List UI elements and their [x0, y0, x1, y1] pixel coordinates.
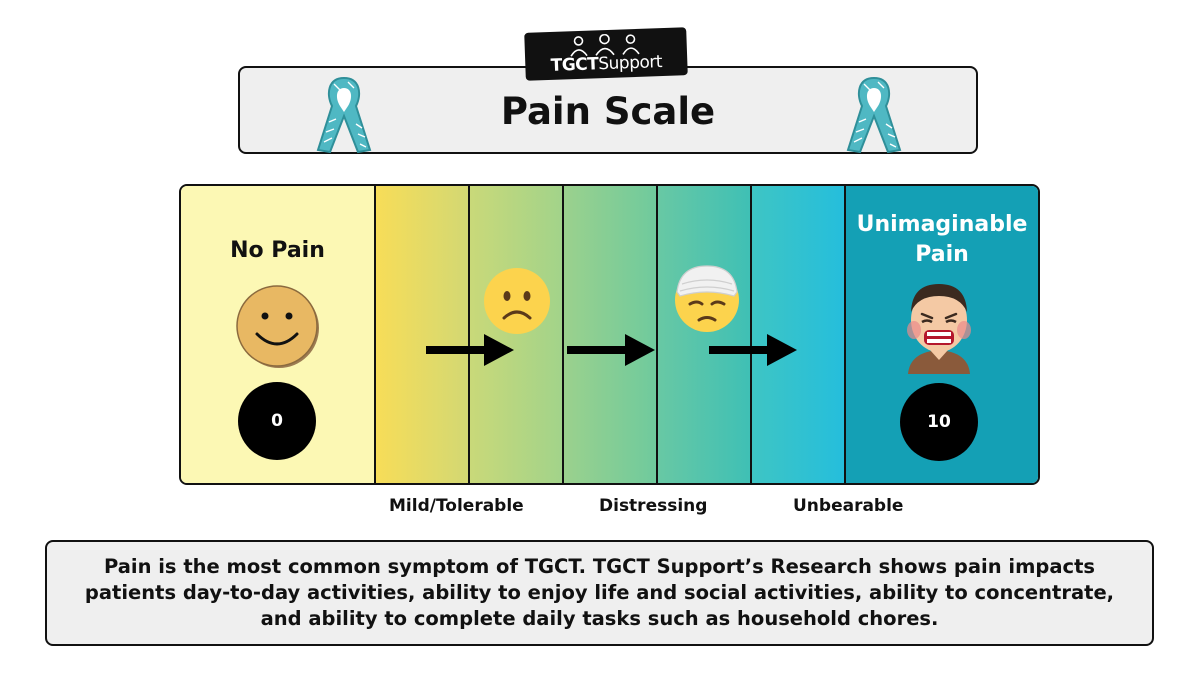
arrow-right-icon — [709, 334, 797, 366]
page-title: Pain Scale — [500, 90, 716, 133]
segment-unbearable — [750, 186, 844, 483]
unimaginable-pain-label: Unimaginable Pain — [856, 212, 1028, 267]
description-text: Pain is the most common symptom of TGCT.… — [84, 555, 1115, 630]
segment-distressing-1 — [562, 186, 656, 483]
scale-min-value: 0 — [238, 382, 316, 460]
segment-mild-1 — [374, 186, 468, 483]
arrow-right-icon — [567, 334, 655, 366]
band-label-distressing: Distressing — [599, 496, 708, 516]
arrow-right-icon — [426, 334, 514, 366]
no-pain-label: No Pain — [230, 238, 325, 263]
bandaged-face-icon — [675, 265, 739, 332]
tgct-support-logo: TGCTSupport — [524, 27, 688, 81]
title-banner: Pain Scale — [238, 66, 978, 154]
band-label-unbearable: Unbearable — [793, 496, 904, 516]
segment-mild-2 — [468, 186, 562, 483]
people-group-icon — [570, 33, 640, 57]
logo-text: TGCTSupport — [550, 52, 663, 76]
segment-unimaginable-pain: Unimaginable Pain 10 — [844, 186, 1038, 483]
ribbon-icon — [316, 76, 372, 154]
segment-distressing-2 — [656, 186, 750, 483]
pain-scale-bar: No Pain 0 Unimaginable P — [179, 184, 1040, 485]
crying-person-icon — [907, 284, 971, 374]
ribbon-icon — [846, 76, 902, 154]
segment-no-pain: No Pain 0 — [181, 186, 374, 483]
smiley-face-icon — [236, 285, 319, 368]
description-box: Pain is the most common symptom of TGCT.… — [45, 540, 1154, 646]
scale-max-value: 10 — [900, 383, 978, 461]
band-label-mild: Mild/Tolerable — [389, 496, 524, 516]
frowning-face-icon — [484, 268, 550, 334]
